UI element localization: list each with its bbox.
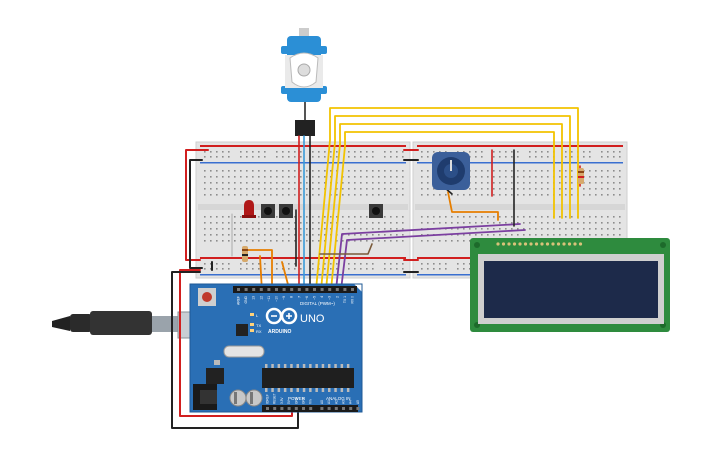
push-button-icon[interactable] — [279, 204, 293, 218]
arduino-pin-header[interactable] — [343, 288, 347, 291]
digital-pin-label: ~10 — [275, 296, 279, 302]
arduino-pin-header[interactable] — [356, 407, 360, 410]
arduino-pin-header[interactable] — [309, 407, 313, 410]
usb-cable-icon[interactable] — [52, 311, 207, 339]
digital-pin-label: ~6 — [305, 296, 309, 300]
arduino-pin-header[interactable] — [349, 407, 353, 410]
power-analog-pin-label: A5 — [356, 400, 360, 404]
digital-pin-label: ~11 — [267, 296, 271, 302]
arduino-pin-header[interactable] — [342, 407, 345, 410]
arduino-pin-header[interactable] — [244, 288, 248, 291]
push-button-icon[interactable] — [261, 204, 275, 218]
power-analog-pin-label: 3.3V — [280, 397, 284, 404]
resistor-icon[interactable] — [242, 246, 248, 262]
potentiometer-icon[interactable] — [432, 152, 470, 190]
arduino-pin-header[interactable] — [282, 288, 286, 291]
arduino-uno-board[interactable]: ARDUINO UNO DIGITAL (PWM~) ANALOG IN POW… — [189, 283, 363, 413]
power-analog-pin-label: Vin — [309, 399, 313, 404]
arduino-pin-header[interactable] — [237, 288, 240, 291]
arduino-pin-header[interactable] — [305, 288, 309, 291]
power-analog-pin-label: IOREF — [266, 394, 270, 404]
power-analog-pin-label: A2 — [334, 400, 338, 404]
push-button-icon[interactable] — [369, 204, 383, 218]
l-led-label: L — [256, 313, 259, 318]
arduino-pin-header[interactable] — [335, 288, 339, 291]
power-analog-pin-label: GND — [294, 396, 298, 404]
arduino-pin-header[interactable] — [275, 288, 278, 291]
arduino-pin-header[interactable] — [252, 288, 256, 291]
resistor-icon[interactable] — [578, 168, 584, 184]
power-analog-pin-label: GND — [302, 396, 306, 404]
digital-pin-label: ~9 — [282, 296, 286, 300]
arduino-pin-header[interactable] — [259, 288, 263, 291]
led-icon[interactable] — [242, 200, 256, 218]
digital-pin-label: RX 0 — [351, 296, 355, 304]
digital-header-label: DIGITAL (PWM~) — [300, 301, 335, 306]
power-analog-pin-label: A3 — [342, 400, 346, 404]
digital-pin-label: 13 — [252, 296, 256, 300]
arduino-pin-header[interactable] — [320, 288, 324, 291]
arduino-pin-header[interactable] — [294, 407, 298, 410]
arduino-pin-header[interactable] — [327, 407, 331, 410]
lcd-display-icon[interactable] — [470, 238, 670, 332]
digital-pin-label: 4 — [320, 296, 324, 298]
digital-pin-label: ~5 — [313, 296, 317, 300]
breadboard-holes — [204, 151, 404, 270]
arduino-pin-header[interactable] — [287, 407, 291, 410]
board-brand-label: ARDUINO — [268, 329, 291, 335]
digital-pin-label: GND — [244, 295, 248, 303]
digital-pin-label: AREF — [237, 296, 241, 305]
arduino-logo-icon — [265, 307, 298, 325]
arduino-pin-header[interactable] — [280, 407, 284, 410]
arduino-pin-header[interactable] — [313, 288, 316, 291]
analog-header-label: ANALOG IN — [326, 396, 351, 401]
power-header-label: POWER — [288, 396, 306, 401]
arduino-pin-header[interactable] — [273, 407, 277, 410]
arduino-pin-header[interactable] — [328, 288, 332, 291]
digital-pin-label: 8 — [290, 296, 294, 298]
power-analog-pin-label: 5V — [287, 399, 291, 404]
arduino-pin-header[interactable] — [290, 288, 294, 291]
board-model-label: UNO — [300, 313, 325, 325]
digital-pin-label: 7 — [297, 296, 301, 298]
digital-pin-label: 12 — [259, 296, 263, 300]
arduino-pin-header[interactable] — [351, 288, 354, 291]
arduino-pin-header[interactable] — [334, 407, 338, 410]
arduino-pin-header[interactable] — [302, 407, 305, 410]
power-analog-pin-label: A1 — [327, 400, 331, 404]
arduino-pin-header[interactable] — [320, 407, 324, 410]
arduino-pin-header[interactable] — [267, 288, 271, 291]
tx-led-label: TX — [256, 323, 261, 328]
rx-led-label: RX — [256, 329, 262, 334]
digital-pin-label: TX 1 — [343, 296, 347, 303]
digital-pin-label: 2 — [335, 296, 339, 298]
power-analog-pin-label: RESET — [273, 393, 277, 404]
power-analog-pin-label: A4 — [349, 400, 353, 404]
arduino-pin-header[interactable] — [266, 407, 269, 410]
power-analog-pin-label: A0 — [320, 400, 324, 404]
servo-motor-icon[interactable] — [281, 28, 327, 136]
digital-pin-label: ~3 — [328, 296, 332, 300]
wires — [171, 107, 581, 429]
arduino-pin-header[interactable] — [297, 288, 301, 291]
